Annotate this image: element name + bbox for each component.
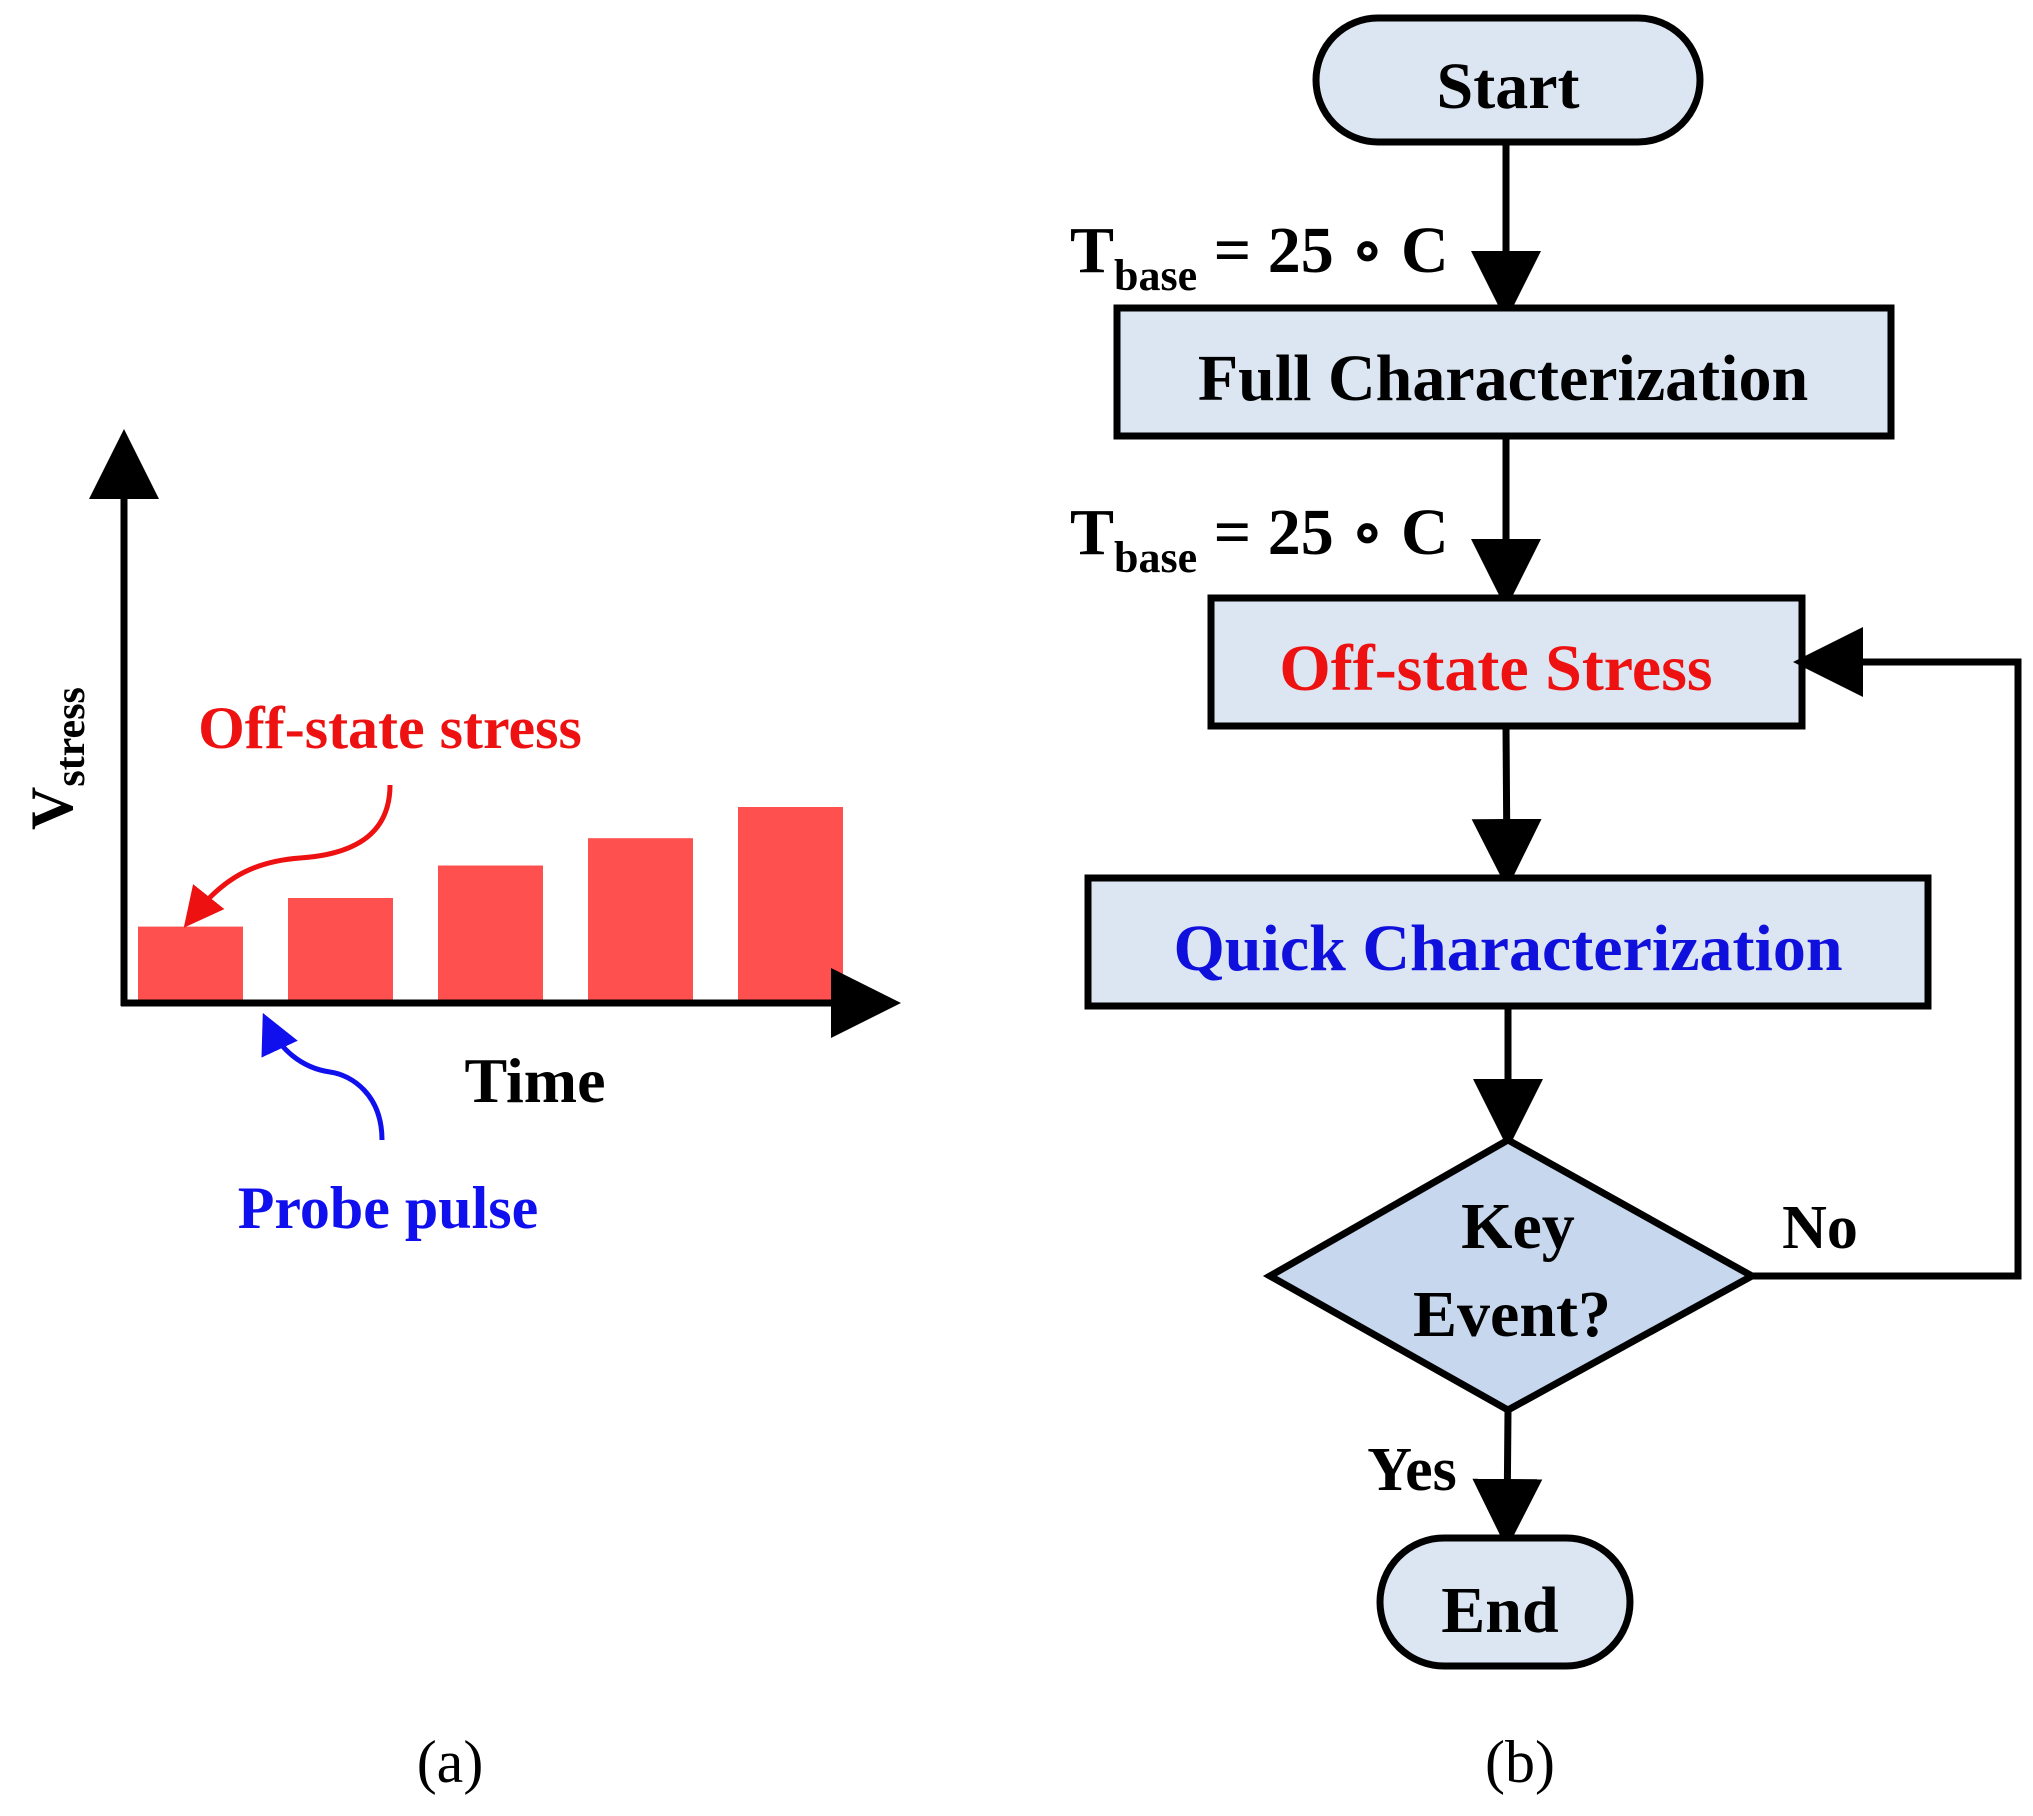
x-axis-label: Time bbox=[464, 1045, 605, 1116]
no-label: No bbox=[1782, 1194, 1858, 1262]
stress-bar-2 bbox=[288, 898, 393, 1002]
probe-arrow bbox=[261, 1012, 385, 1141]
arrow-decision-end bbox=[1472, 1409, 1543, 1549]
stress-annotation: Off-state stress bbox=[198, 695, 582, 761]
start-label: Start bbox=[1437, 50, 1580, 123]
quick-characterization-box bbox=[1084, 874, 1932, 1010]
stress-bar-3 bbox=[438, 865, 543, 1002]
temp-label-2-sub: base bbox=[1114, 533, 1197, 582]
key-event-label-line2: Event? bbox=[1413, 1278, 1611, 1351]
panel-a: Vstress Time Off-state stress Probe puls… bbox=[19, 429, 901, 1795]
quick-characterization-label: Quick Characterization bbox=[1173, 912, 1842, 985]
y-axis-label: Vstress bbox=[19, 687, 94, 830]
arrow-offstate-quick bbox=[1471, 725, 1542, 889]
temp-label-1: Tbase = 25 ∘ C bbox=[1070, 214, 1449, 300]
end-label: End bbox=[1441, 1574, 1558, 1647]
bars-group bbox=[138, 807, 843, 1002]
off-state-stress-label: Off-state Stress bbox=[1279, 632, 1712, 705]
no-loop-arrow bbox=[1752, 627, 2022, 1280]
caption-b: (b) bbox=[1485, 1729, 1555, 1795]
stress-bar-4 bbox=[588, 838, 693, 1002]
panel-b: Start Tbase = 25 ∘ C Full Characterizati… bbox=[1070, 14, 2022, 1795]
yes-label: Yes bbox=[1367, 1436, 1457, 1504]
probe-annotation: Probe pulse bbox=[238, 1175, 539, 1241]
temp-label-1-sub: base bbox=[1114, 251, 1197, 300]
key-event-diamond bbox=[1262, 1135, 1760, 1415]
temp-label-2: Tbase = 25 ∘ C bbox=[1070, 496, 1449, 582]
end-terminator bbox=[1376, 1534, 1634, 1670]
y-axis-label-sub: stress bbox=[48, 687, 94, 787]
key-event-label-line1: Key bbox=[1461, 1190, 1575, 1263]
stress-arrow bbox=[183, 784, 393, 928]
full-characterization-label: Full Characterization bbox=[1198, 342, 1808, 415]
stress-bar-5 bbox=[738, 807, 843, 1002]
caption-a: (a) bbox=[417, 1729, 484, 1795]
stress-bar-1 bbox=[138, 926, 243, 1002]
